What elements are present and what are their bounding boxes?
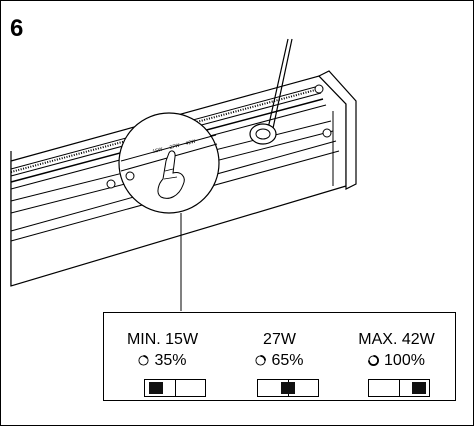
setting-label: MAX. 42W	[358, 331, 435, 348]
step-number: 6	[10, 15, 24, 42]
hand-icon	[157, 150, 185, 199]
switch-settings-callout: MIN. 15W 35% 27W 65%	[103, 312, 456, 401]
switch-position-left	[144, 379, 206, 397]
magnifier-label-42w: 42W	[185, 139, 197, 147]
setting-percent: 100%	[384, 352, 425, 369]
setting-label: 27W	[263, 331, 296, 348]
magnifier-label-27w: 27W	[169, 143, 181, 151]
switch-knob	[412, 382, 426, 394]
setting-percent: 65%	[271, 352, 304, 369]
magnifier-label-15w: 15W	[152, 147, 164, 155]
setting-mid: 27W 65%	[221, 313, 338, 400]
switch-knob	[281, 382, 295, 394]
switch-position-center	[257, 379, 319, 397]
dial-icon	[138, 355, 150, 366]
switch-knob	[149, 382, 163, 394]
setting-min: MIN. 15W 35%	[104, 313, 221, 400]
setting-percent: 35%	[154, 352, 187, 369]
setting-max: MAX. 42W 100%	[338, 313, 455, 400]
setting-label: MIN. 15W	[126, 331, 199, 348]
switch-position-right	[368, 379, 430, 397]
dial-icon	[255, 355, 267, 366]
dial-icon	[368, 355, 379, 366]
